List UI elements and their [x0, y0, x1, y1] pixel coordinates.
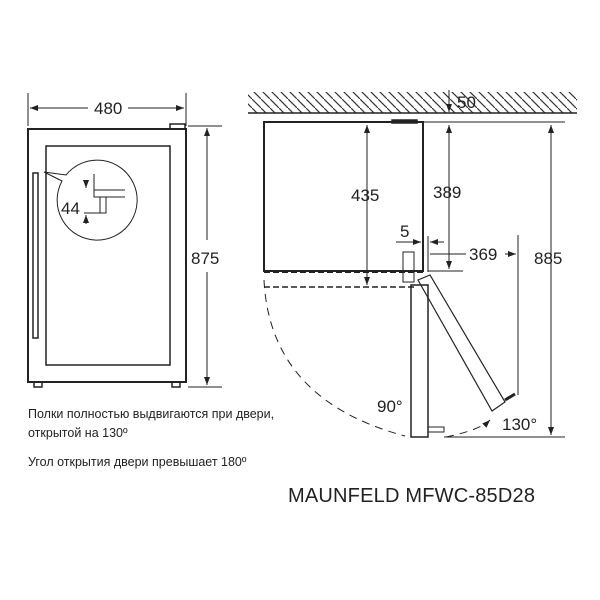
note-line-1: Полки полностью выдвигаются при двери, [28, 407, 275, 421]
note-line-2: открытой на 130º [28, 426, 128, 440]
model-title: MAUNFELD MFWC-85D28 [288, 485, 536, 507]
front-view [27, 93, 222, 388]
angle-130-label: 130° [502, 415, 537, 434]
ceiling-hatch [248, 92, 577, 113]
shelf-gap-label: 44 [61, 199, 80, 218]
door-clearance-label: 369 [469, 245, 497, 264]
angle-90-label: 90° [377, 397, 403, 416]
door-angle-note: Угол открытия двери превышает 180º [28, 455, 247, 469]
body-depth-label: 435 [351, 186, 379, 205]
total-height-label: 885 [534, 249, 562, 268]
shelves-note: Полки полностью выдвигаются при двери, о… [28, 405, 274, 443]
ceiling-gap-label: 50 [457, 93, 476, 112]
detail-circle [43, 159, 138, 241]
door-depth-label: 389 [433, 183, 461, 202]
width-label: 480 [94, 99, 122, 118]
side-view [248, 90, 577, 438]
door-handle [32, 172, 39, 339]
hinge-offset-label: 5 [400, 222, 409, 241]
height-label: 875 [191, 249, 219, 268]
